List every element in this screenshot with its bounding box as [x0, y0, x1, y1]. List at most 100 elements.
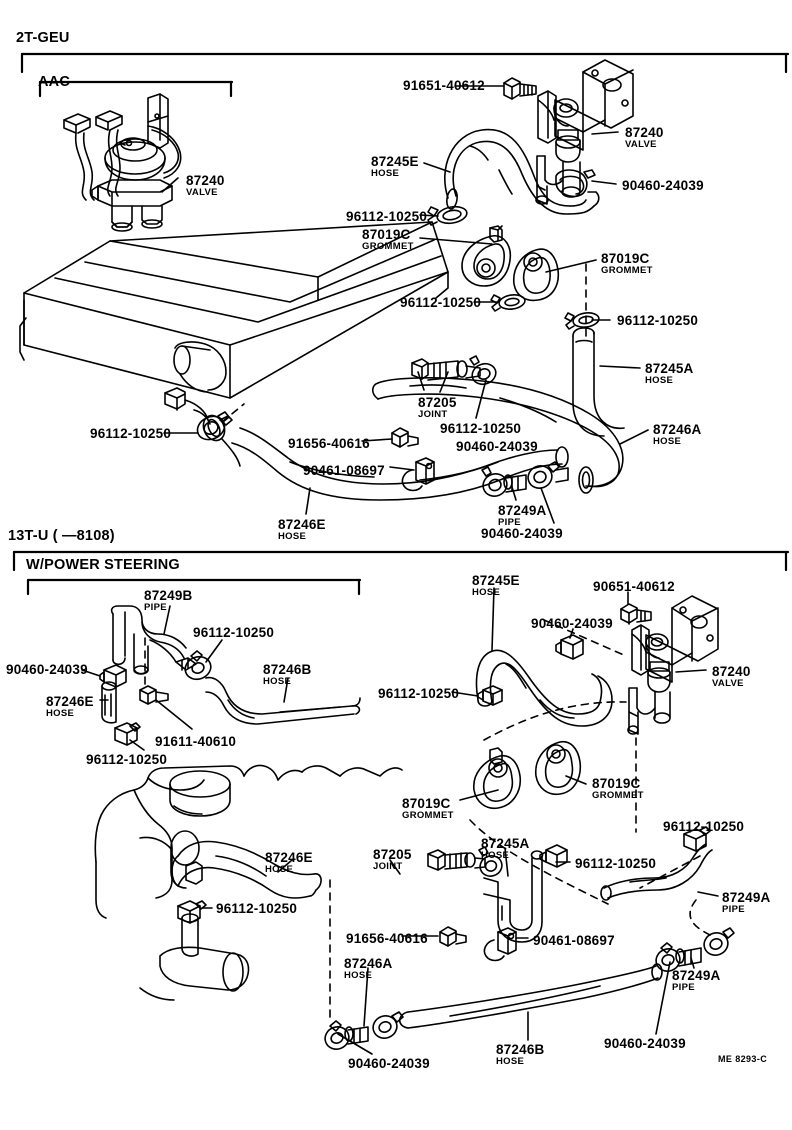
part-number: 87240	[712, 664, 751, 679]
part-label-b-91656-40616: 91656-40616	[346, 932, 428, 946]
subsection-header-aac: AAC	[38, 74, 71, 90]
part-description: PIPE	[498, 517, 521, 528]
part-label-t-90460-24039: 90460-24039	[622, 179, 704, 193]
part-label-b-96112-e: 96112-10250	[575, 857, 656, 871]
part-label-b-90460-a: 90460-24039	[6, 663, 88, 677]
part-number: 87245A	[481, 836, 530, 851]
part-description: VALVE	[186, 187, 218, 198]
leader-lines	[81, 85, 719, 1055]
part-number: 96112-10250	[90, 426, 172, 441]
part-number: 87205	[373, 847, 412, 862]
part-description: PIPE	[722, 904, 745, 915]
clamp-90460-bot-a	[99, 664, 127, 688]
part-number: 90461-08697	[533, 933, 615, 948]
grommets-top	[461, 225, 560, 302]
part-number: 87019C	[601, 251, 650, 266]
part-number: 87249B	[144, 588, 193, 603]
part-number: 87019C	[402, 796, 451, 811]
part-number: 96112-10250	[400, 295, 482, 310]
part-number: 87245A	[645, 361, 694, 376]
hose-87245A-bottom	[483, 850, 544, 943]
clamp-96112-top-e	[196, 411, 230, 441]
part-number: 90460-24039	[531, 616, 613, 631]
section-header-top: 2T-GEU	[16, 30, 70, 46]
part-number: 87019C	[592, 776, 641, 791]
part-label-t-96112-c: 96112-10250	[617, 314, 698, 328]
hose-87245E-bottom	[475, 649, 613, 727]
valve-bracket-bottom	[627, 595, 719, 735]
screw-90651	[620, 603, 652, 625]
subsection-bracket-ps	[26, 578, 362, 596]
part-number: 87240	[186, 173, 225, 188]
clamp-96112-bot-e	[539, 844, 568, 868]
part-number: 96112-10250	[617, 313, 699, 328]
part-number: 90460-24039	[6, 662, 88, 677]
part-number: 87246E	[46, 694, 94, 709]
part-number: 87205	[418, 395, 457, 410]
part-description: GROMMET	[362, 241, 414, 252]
part-description: GROMMET	[402, 810, 454, 821]
part-label-b-96112-b: 96112-10250	[86, 753, 167, 767]
hose-87246E-short	[101, 681, 117, 724]
aac-valve-assembly	[63, 93, 182, 232]
hose-87246E-bottom	[171, 840, 322, 899]
part-number: 90460-24039	[622, 178, 704, 193]
part-number: 90461-08697	[303, 463, 385, 478]
part-description: HOSE	[481, 850, 510, 861]
part-label-t-90460-b: 90460-24039	[456, 440, 538, 454]
part-number: 87249A	[672, 968, 721, 983]
part-number: 90651-40612	[593, 579, 675, 594]
clip-90461-bottom	[483, 927, 517, 962]
joint-87205-top	[411, 355, 497, 386]
section-header-bottom: 13T-U ( —8108)	[8, 528, 115, 544]
part-label-b-90651-40612: 90651-40612	[593, 580, 675, 594]
part-number: 91656-40616	[346, 931, 428, 946]
clamp-96112-bot-b	[114, 722, 141, 746]
part-description: GROMMET	[601, 265, 653, 276]
part-number: 91651-40612	[403, 78, 485, 93]
part-number: 87019C	[362, 227, 411, 242]
screw-91611	[139, 685, 169, 705]
part-description: HOSE	[278, 531, 307, 542]
part-description: HOSE	[263, 676, 292, 687]
part-number: 90460-24039	[604, 1036, 686, 1051]
part-description: HOSE	[472, 587, 501, 598]
pipe-87249B	[110, 605, 197, 675]
subsection-header-ps: W/POWER STEERING	[26, 557, 180, 573]
part-label-t-96112-e: 96112-10250	[90, 427, 171, 441]
part-number: 96112-10250	[216, 901, 298, 916]
part-number: 87246B	[263, 662, 312, 677]
part-label-b-96112-a: 96112-10250	[193, 626, 274, 640]
part-number: 87246A	[344, 956, 393, 971]
part-number: 96112-10250	[663, 819, 745, 834]
part-label-b-96112-c: 96112-10250	[378, 687, 459, 701]
part-number: 87245E	[472, 573, 520, 588]
screw-91651	[503, 77, 537, 100]
screw-91656-bottom	[439, 926, 467, 947]
part-description: HOSE	[46, 708, 75, 719]
pipe-87249A-bottom-right	[655, 927, 735, 972]
part-number: 87240	[625, 125, 664, 140]
section-bracket-bottom	[12, 550, 790, 572]
part-description: GROMMET	[592, 790, 644, 801]
clamp-96112-bot-a	[184, 650, 212, 681]
hose-87246B-bottom	[398, 963, 663, 1029]
part-number: 91656-40616	[288, 436, 370, 451]
part-description: HOSE	[496, 1056, 525, 1067]
part-number: 96112-10250	[346, 209, 428, 224]
